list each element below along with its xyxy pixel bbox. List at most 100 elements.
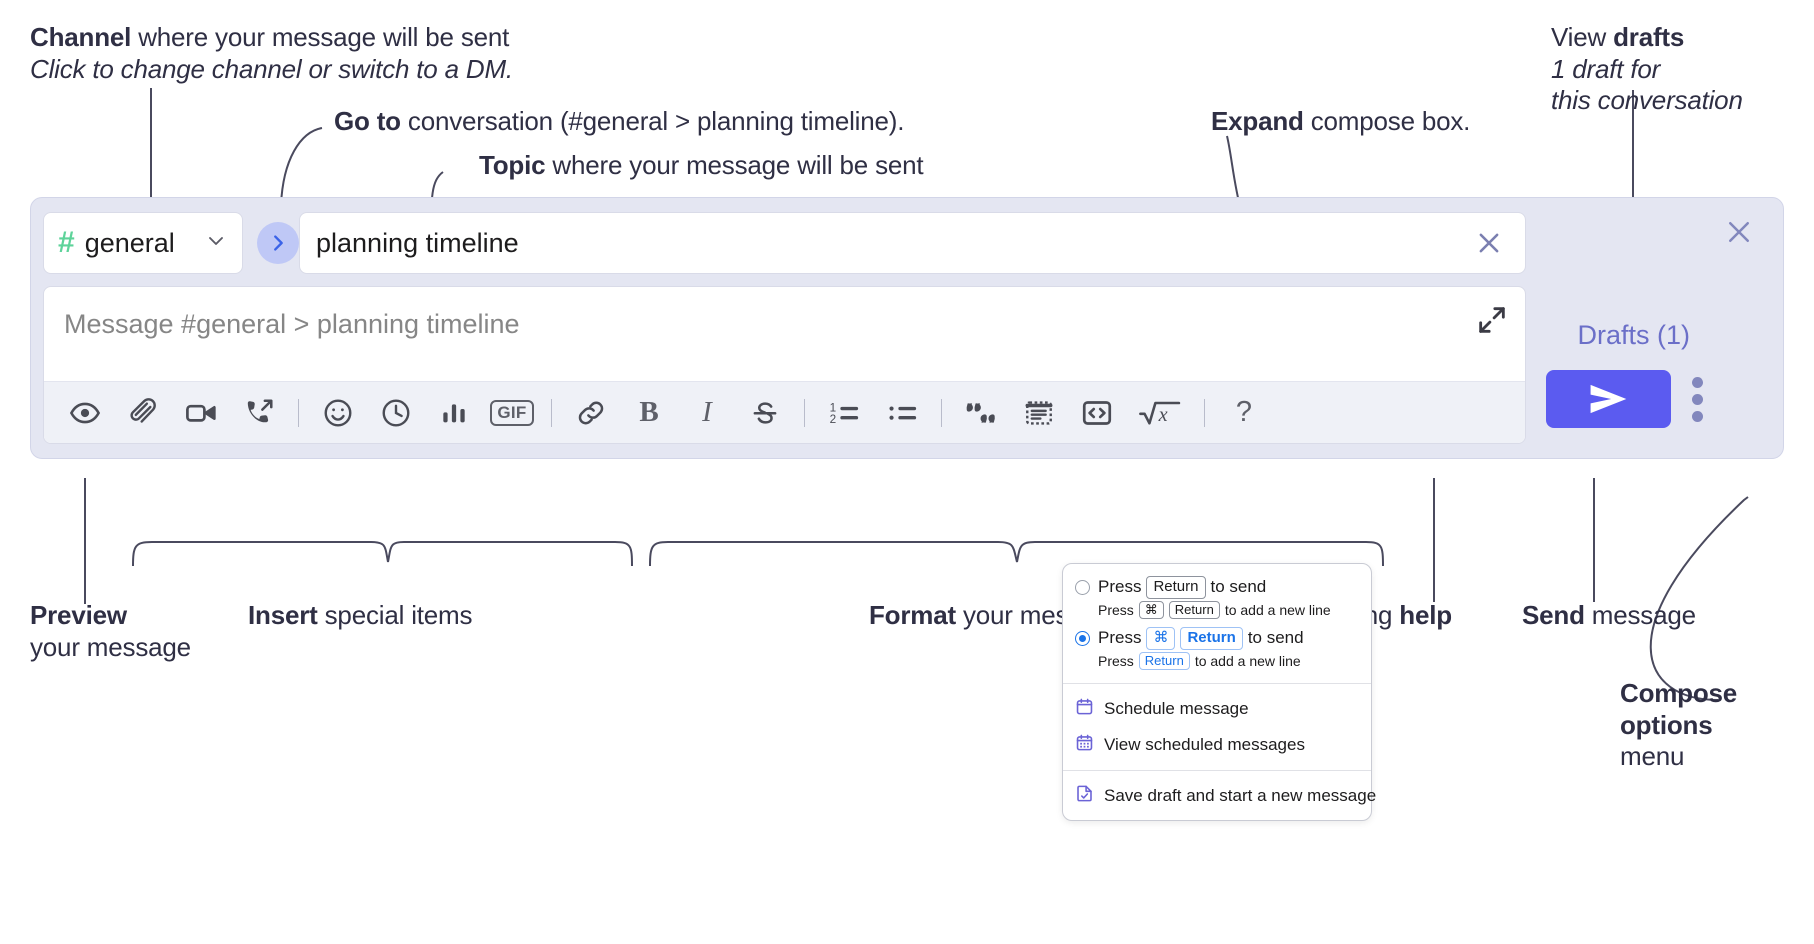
key-command: ⌘ [1146, 627, 1176, 650]
annotation-expand: Expand compose box. [1211, 106, 1470, 138]
bold-icon[interactable]: B [628, 392, 670, 434]
annotation-expand-bold: Expand [1211, 106, 1304, 136]
topic-input[interactable]: planning timeline [299, 212, 1526, 274]
topic-value: planning timeline [316, 227, 519, 258]
italic-label: I [702, 396, 712, 428]
poll-icon[interactable] [433, 392, 475, 434]
annotation-compose-options: Compose options menu [1620, 678, 1737, 773]
calendar-icon [1075, 697, 1094, 721]
menu-radio-return-to-send[interactable]: Press Return to send [1063, 574, 1371, 599]
sub-post: to add a new line [1224, 601, 1331, 618]
annotation-insert-bold: Insert [248, 600, 318, 630]
bulleted-list-icon[interactable] [881, 392, 923, 434]
close-icon[interactable] [1719, 212, 1759, 252]
toolbar-divider [1204, 398, 1205, 427]
expand-compose-icon[interactable] [1475, 303, 1511, 339]
svg-text:1: 1 [830, 401, 837, 414]
help-icon[interactable]: ? [1223, 392, 1265, 434]
sub-pre: Press [1098, 601, 1134, 618]
radio-pre: Press [1098, 577, 1142, 597]
strikethrough-icon[interactable] [744, 392, 786, 434]
annotation-goto-bold: Go to [334, 106, 401, 136]
toolbar-divider [941, 398, 942, 427]
key-return: Return [1168, 600, 1220, 619]
annotation-send-bold: Send [1522, 600, 1585, 630]
link-icon[interactable] [570, 392, 612, 434]
radio-label: Press ⌘ Return to send [1098, 627, 1304, 650]
menu-item-schedule-message[interactable]: Schedule message [1063, 691, 1371, 727]
clock-icon[interactable] [375, 392, 417, 434]
calendar-grid-icon [1075, 733, 1094, 757]
annotation-expand-rest: compose box. [1303, 106, 1471, 136]
ordered-list-icon[interactable]: 1 2 [823, 392, 865, 434]
annotation-drafts-italic-1: 1 draft for [1551, 53, 1661, 84]
annotation-topic: Topic where your message will be sent [479, 150, 924, 182]
annotation-channel-rest: where your message will be sent [131, 22, 510, 52]
menu-item-view-scheduled-messages[interactable]: View scheduled messages [1063, 727, 1371, 763]
annotation-insert-rest: special items [317, 600, 473, 630]
toolbar-divider [298, 398, 299, 427]
key-return: Return [1180, 627, 1243, 650]
emoji-icon[interactable] [317, 392, 359, 434]
annotation-drafts-rest: View [1551, 22, 1614, 52]
menu-divider [1063, 770, 1371, 771]
kebab-dot [1691, 410, 1703, 422]
annotation-preview: Preview your message [30, 600, 191, 663]
audio-call-icon[interactable] [238, 392, 280, 434]
save-draft-icon [1075, 784, 1094, 808]
svg-text:x: x [1158, 404, 1168, 426]
menu-item-label: Schedule message [1104, 699, 1249, 718]
chevron-down-icon [204, 229, 228, 258]
send-button[interactable] [1546, 370, 1671, 428]
toolbar-divider [804, 398, 805, 427]
go-to-conversation-button[interactable] [257, 222, 299, 264]
attachment-icon[interactable] [122, 392, 164, 434]
annotation-format-bold: Format [869, 600, 956, 630]
menu-radio-command-return-to-send[interactable]: Press ⌘ Return to send [1063, 625, 1371, 650]
annotation-drafts-bold: drafts [1613, 22, 1685, 52]
menu-item-save-draft[interactable]: Save draft and start a new message [1063, 778, 1376, 814]
kebab-dot [1691, 393, 1703, 405]
annotation-help-bold: help [1399, 600, 1452, 630]
key-command: ⌘ [1138, 600, 1164, 619]
radio-icon[interactable] [1075, 579, 1090, 595]
annotation-compose-options-rest: menu [1620, 741, 1685, 772]
radio-pre: Press [1098, 628, 1142, 648]
annotation-send-rest: message [1584, 600, 1696, 630]
gif-label: GIF [490, 399, 534, 426]
gif-icon[interactable]: GIF [490, 392, 534, 434]
annotation-send: Send message [1522, 600, 1696, 632]
channel-selector[interactable]: # general [43, 212, 243, 274]
drafts-link[interactable]: Drafts (1) [1577, 320, 1690, 350]
annotation-insert: Insert special items [248, 600, 473, 632]
annotation-goto: Go to conversation (#general > planning … [334, 106, 904, 138]
message-input-container[interactable]: Message #general > planning timeline [43, 286, 1526, 444]
annotation-channel: Channel where your message will be sent … [30, 22, 513, 85]
clear-topic-icon[interactable] [1469, 223, 1509, 263]
channel-name: general [84, 227, 175, 258]
formatting-toolbar: GIF B I [44, 381, 1525, 443]
annotation-drafts-italic-2: this conversation [1551, 85, 1743, 116]
preview-icon[interactable] [64, 392, 106, 434]
annotation-preview-bold: Preview [30, 600, 127, 630]
radio-post: to send [1247, 628, 1304, 648]
menu-item-label: Save draft and start a new message [1104, 786, 1377, 805]
code-block-icon[interactable] [1018, 392, 1060, 434]
message-placeholder: Message #general > planning timeline [64, 309, 520, 339]
radio-icon-selected[interactable] [1075, 630, 1090, 646]
compose-options-menu: Press Return to send Press ⌘ Return to a… [1062, 563, 1376, 821]
math-icon[interactable]: x [1134, 392, 1186, 434]
video-icon[interactable] [180, 392, 222, 434]
key-return: Return [1138, 651, 1190, 670]
annotation-channel-italic: Click to change channel or switch to a D… [30, 53, 513, 84]
blockquote-icon[interactable] [960, 392, 1002, 434]
sub-pre: Press [1098, 652, 1134, 669]
annotation-goto-rest: conversation (#general > planning timeli… [400, 106, 905, 136]
menu-radio-sub-2: Press Return to add a new line [1063, 650, 1371, 676]
radio-post: to send [1210, 577, 1267, 597]
italic-icon[interactable]: I [686, 392, 728, 434]
compose-options-menu-button[interactable] [1683, 376, 1711, 422]
code-icon[interactable] [1076, 392, 1118, 434]
annotation-topic-bold: Topic [479, 150, 546, 180]
